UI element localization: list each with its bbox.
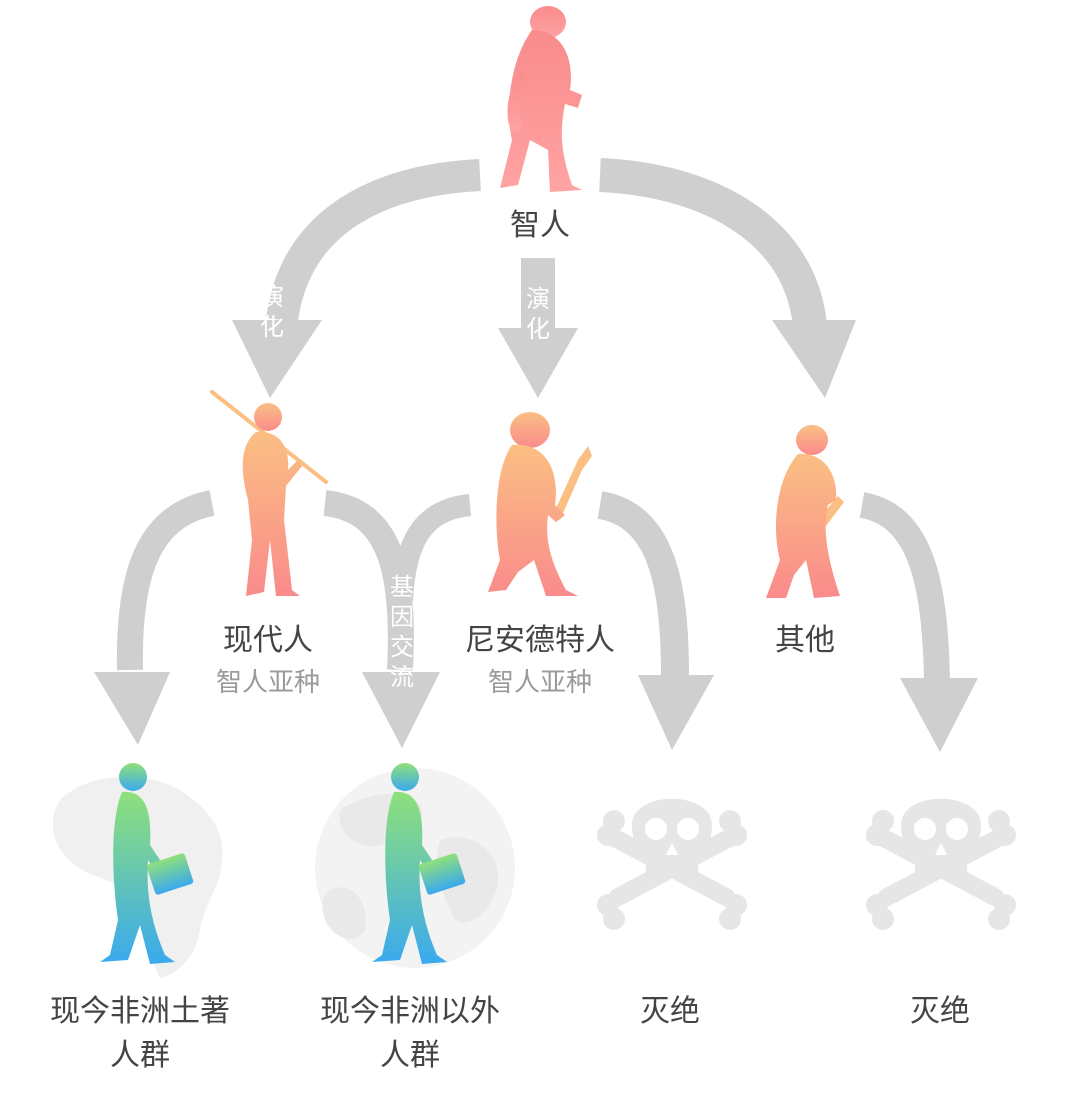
african-person-icon xyxy=(100,763,194,964)
archaic-human-icon xyxy=(500,6,582,192)
arrow-modern-to-african xyxy=(94,490,215,745)
arrow-root-to-modern xyxy=(232,159,481,398)
branch-sublabel-modern: 智人亚种 xyxy=(215,668,320,698)
branch-label-neanderthal: 尼安德特人 xyxy=(465,623,615,658)
outcome-nonafrican-line1: 现今非洲以外 xyxy=(320,994,500,1029)
arrow-other-to-extinct xyxy=(859,492,978,752)
branch-sublabel-neanderthal: 智人亚种 xyxy=(487,668,592,698)
arrow-root-to-neanderthal xyxy=(498,258,578,398)
arrow-label-gene-flow: 基因交流 xyxy=(390,573,414,691)
arrow-label-left: 演化 xyxy=(260,283,284,341)
branch-label-modern: 现代人 xyxy=(223,623,313,658)
arrow-neanderthal-to-extinct xyxy=(596,491,714,750)
arrow-label-middle: 演化 xyxy=(526,285,550,343)
arrow-neanderthal-gene-flow xyxy=(391,494,472,601)
root-label: 智人 xyxy=(510,208,570,243)
outcome-extinct-neanderthal: 灭绝 xyxy=(640,994,700,1029)
outcome-african-line2: 人群 xyxy=(110,1038,170,1073)
outcome-nonafrican-line2: 人群 xyxy=(380,1038,440,1073)
arrow-modern-to-nonafrican xyxy=(323,490,440,748)
nonafrican-person-icon xyxy=(372,763,466,964)
other-hominin-icon xyxy=(766,425,844,598)
neanderthal-icon xyxy=(488,412,592,596)
outcome-extinct-other: 灭绝 xyxy=(910,994,970,1029)
outcome-african-line1: 现今非洲土著 xyxy=(50,994,230,1029)
skull-crossbones-icon xyxy=(866,798,1016,930)
arrow-root-to-other xyxy=(599,158,856,398)
skull-crossbones-icon xyxy=(597,798,747,930)
modern-human-icon xyxy=(210,390,328,596)
branch-label-other: 其他 xyxy=(775,623,835,658)
